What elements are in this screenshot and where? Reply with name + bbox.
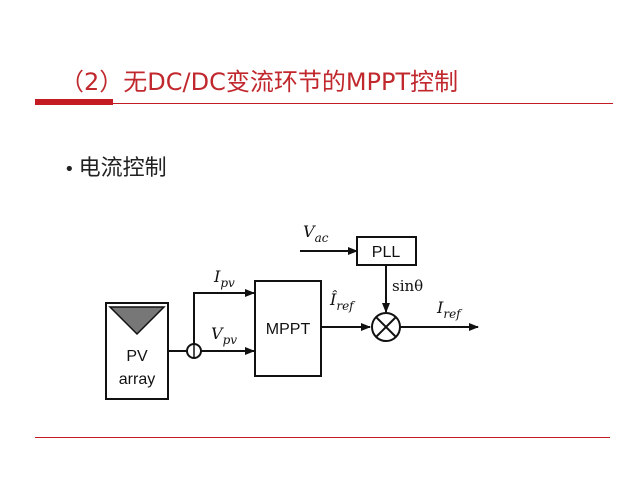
iref-hat-label: Îref	[329, 289, 356, 313]
vpv-label: Vpv	[211, 324, 237, 347]
pll-block: PLL	[356, 236, 417, 266]
vac-label: Vac	[303, 222, 329, 245]
pv-label-2: array	[119, 371, 155, 388]
title-divider	[35, 103, 613, 104]
pv-panel-icon	[108, 306, 166, 336]
pv-label-1: PV	[126, 348, 148, 365]
mppt-block: MPPT	[254, 280, 322, 377]
slide-title: （2）无DC/DC变流环节的MPPT控制	[60, 68, 459, 96]
pll-label: PLL	[372, 244, 401, 261]
ipv-label: Ipv	[213, 267, 235, 290]
ipv-signal-line	[193, 289, 255, 344]
iref-label: Iref	[436, 298, 463, 321]
bullet-item: •电流控制	[64, 150, 167, 182]
sensor-icon	[186, 343, 202, 359]
bullet-text: 电流控制	[78, 156, 167, 181]
multiplier-icon	[371, 312, 401, 342]
footer-divider	[35, 437, 610, 438]
title-accent-bar	[35, 99, 113, 105]
sin-label: sinθ	[392, 277, 423, 295]
bullet-dot-icon: •	[64, 159, 75, 180]
pv-array-block: PV array	[105, 302, 169, 400]
mppt-label: MPPT	[266, 321, 311, 338]
